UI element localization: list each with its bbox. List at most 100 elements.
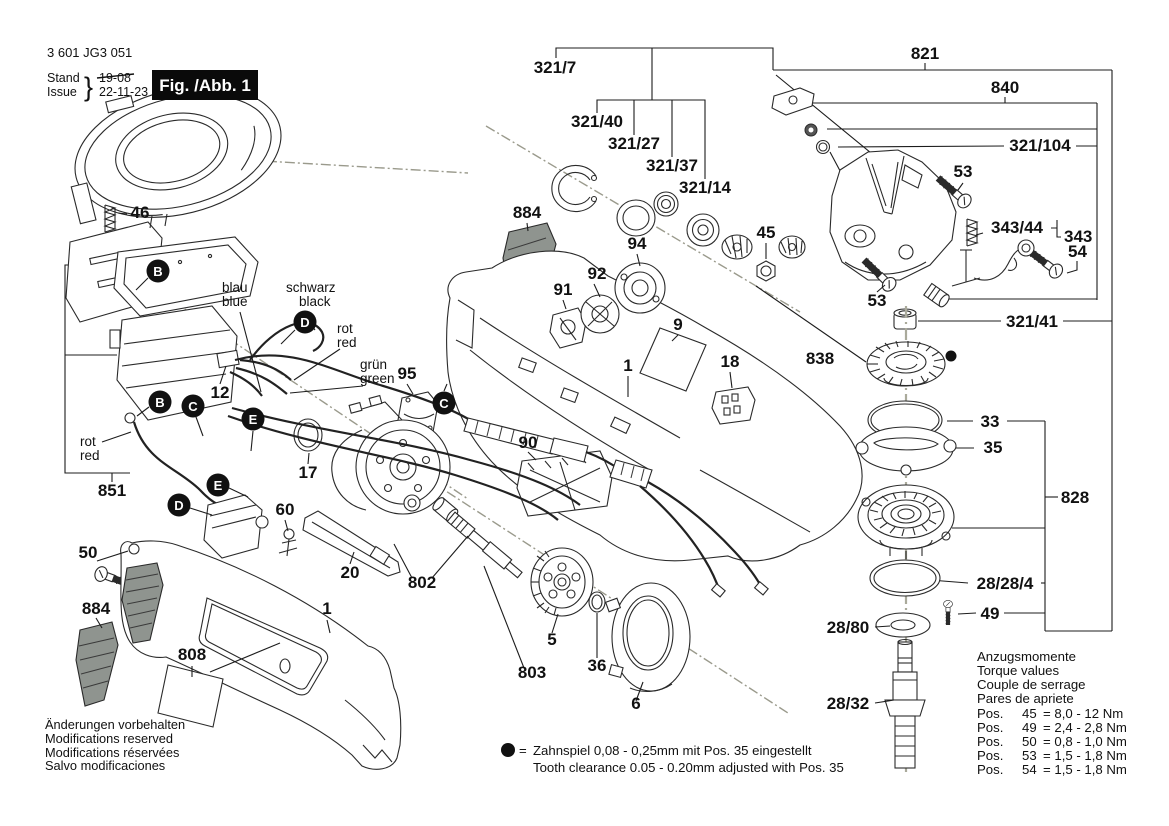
- wire-color-labels: blau blue schwarz black rot red grün gre…: [80, 280, 395, 463]
- issue-date: 22-11-23: [99, 85, 148, 99]
- tooth-clearance-note: = Zahnspiel 0,08 - 0,25mm mit Pos. 35 ei…: [501, 743, 844, 775]
- figure-label: Fig. /Abb. 1: [159, 76, 251, 95]
- callout-321-41: 321/41: [1006, 312, 1058, 331]
- part-electronics-module-12: [109, 305, 240, 421]
- type-number: 3 601 JG3 051: [47, 45, 132, 60]
- wire-label-green: green: [360, 371, 395, 386]
- callout-36: 36: [588, 656, 607, 675]
- callout-321-40: 321/40: [571, 112, 623, 131]
- part-lock-lever-343: [951, 239, 1035, 287]
- part-connector-18: [711, 386, 756, 425]
- part-contact-plate: [65, 213, 259, 323]
- part-nut-45: [756, 260, 776, 282]
- torque-row: Pos.53= 1,5 - 1,8 Nm: [977, 748, 1127, 763]
- callout-343: 343: [1064, 227, 1092, 246]
- marker-C-1: C: [181, 394, 205, 418]
- part-motor: [331, 394, 451, 515]
- callout-5: 5: [547, 630, 556, 649]
- leader-802-bracket: [393, 535, 469, 579]
- callout-884-top: 884: [513, 203, 542, 222]
- issue-label: Issue: [47, 85, 77, 99]
- callout-95: 95: [398, 364, 417, 383]
- marker-letter: B: [153, 264, 162, 279]
- marker-letter: E: [249, 412, 258, 427]
- callout-18: 18: [721, 352, 740, 371]
- tooth-clearance-dot: [945, 350, 957, 362]
- wire-label-black: black: [299, 294, 331, 309]
- callout-6: 6: [631, 694, 640, 713]
- callout-321-37: 321/37: [646, 156, 698, 175]
- part-crown-gear-838: [866, 340, 957, 387]
- part-bearing-321-14: [686, 213, 720, 247]
- callout-851: 851: [98, 481, 126, 500]
- marker-D-1: D: [293, 310, 317, 334]
- revision-es: Salvo modificaciones: [45, 758, 165, 773]
- part-screw-49: [944, 600, 953, 625]
- part-gear-5: [530, 547, 594, 617]
- revision-note: Änderungen vorbehalten Modifications res…: [45, 717, 185, 773]
- marker-D-2: D: [167, 493, 191, 517]
- leader-838: [755, 285, 867, 363]
- callout-321-14: 321/14: [679, 178, 732, 197]
- ribbon-cable-and-connectors: [463, 417, 769, 598]
- torque-title-de: Anzugsmomente: [977, 649, 1076, 664]
- callout-45: 45: [757, 223, 776, 242]
- callout-808: 808: [178, 645, 206, 664]
- revision-fr: Modifications réservées: [45, 745, 179, 760]
- part-dark-ring: [804, 123, 818, 137]
- callout-53-bottom: 53: [868, 291, 887, 310]
- marker-letter: C: [188, 399, 198, 414]
- title-block: 3 601 JG3 051 Stand Issue } 19-08 22-11-…: [47, 45, 258, 102]
- torque-row: Pos.50= 0,8 - 1,0 Nm: [977, 734, 1127, 749]
- marker-letter: E: [214, 478, 223, 493]
- callout-821: 821: [911, 44, 939, 63]
- marker-B-2: B: [148, 390, 172, 414]
- wire-label-rot-left: rot: [80, 434, 96, 449]
- part-spindle-28-32: [884, 638, 926, 769]
- part-spindle-shaft-803: [446, 511, 523, 579]
- wire-label-blue: blue: [222, 294, 248, 309]
- part-callouts: 321/7 321/40 321/27 321/37 321/14 884 94…: [79, 44, 1093, 713]
- part-label-plate-808: [157, 642, 281, 728]
- marker-letter: B: [155, 395, 164, 410]
- callout-838: 838: [806, 349, 834, 368]
- legend-line2: Tooth clearance 0.05 - 0.20mm adjusted w…: [533, 760, 844, 775]
- callout-49: 49: [981, 604, 1000, 623]
- marker-E-2: E: [206, 473, 230, 497]
- marker-letter: D: [300, 315, 309, 330]
- torque-title-fr: Couple de serrage: [977, 677, 1086, 692]
- part-lever-bar-20: [302, 510, 401, 577]
- marker-letter: C: [439, 396, 449, 411]
- part-bushing: [923, 282, 950, 308]
- callout-802: 802: [408, 573, 436, 592]
- part-spring-343-44: [966, 218, 978, 247]
- part-ring-36: [588, 591, 606, 613]
- callout-46: 46: [131, 203, 150, 222]
- callout-321-104: 321/104: [1009, 136, 1071, 155]
- part-gasket-35: [855, 426, 957, 476]
- part-retaining-ring-321-40: [551, 164, 598, 213]
- callout-33: 33: [981, 412, 1000, 431]
- stand-label: Stand: [47, 71, 80, 85]
- callout-840: 840: [991, 78, 1019, 97]
- part-small-gear: [778, 235, 806, 259]
- part-switch-block: [203, 494, 269, 559]
- callout-1-housing: 1: [623, 356, 632, 375]
- wire-label-blau: blau: [222, 280, 248, 295]
- wire-label-schwarz: schwarz: [286, 280, 336, 295]
- torque-row: Pos.45= 8,0 - 12 Nm: [977, 706, 1123, 721]
- wire-label-gruen: grün: [360, 357, 387, 372]
- part-battery-interface-90: [516, 450, 613, 517]
- figure-label-box: [152, 70, 258, 100]
- marker-B-1: B: [146, 259, 170, 283]
- torque-table: Anzugsmomente Torque values Couple de se…: [977, 649, 1127, 777]
- callout-1-handle: 1: [322, 599, 331, 618]
- marker-C-2: C: [432, 391, 456, 415]
- callout-94: 94: [628, 234, 647, 253]
- callout-17: 17: [299, 463, 318, 482]
- callout-54: 54: [1068, 242, 1087, 261]
- callout-20: 20: [341, 563, 360, 582]
- legend-line1: Zahnspiel 0,08 - 0,25mm mit Pos. 35 eing…: [533, 743, 812, 758]
